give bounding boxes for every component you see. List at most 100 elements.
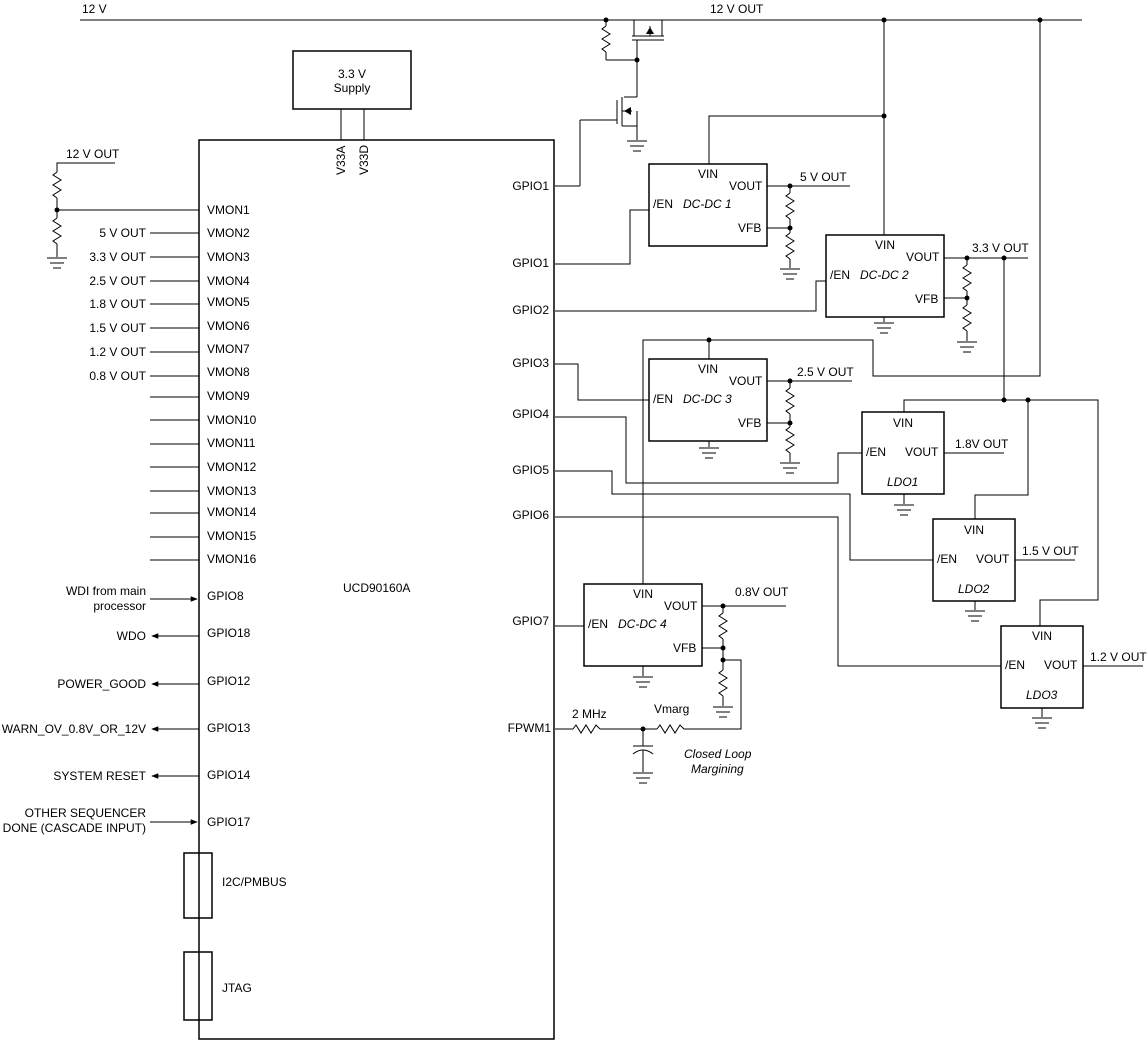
vmon-pin: VMON14	[207, 505, 257, 519]
en-pin: /EN	[937, 552, 957, 566]
vmon-input-labels: 5 V OUT 3.3 V OUT 2.5 V OUT 1.8 V OUT 1.…	[89, 226, 146, 383]
vmon-input-label: 5 V OUT	[99, 226, 146, 240]
vmarg-label: Vmarg	[654, 702, 689, 716]
gpio17-signal-line2: DONE (CASCADE INPUT)	[3, 821, 146, 835]
right-pin-labels: GPIO1 GPIO1 GPIO2 GPIO3 GPIO4 GPIO5 GPIO…	[508, 179, 552, 735]
vmon-pin: VMON13	[207, 484, 257, 498]
dcdc-1-name: DC-DC 1	[683, 197, 732, 211]
en-pin: /EN	[830, 268, 850, 282]
vmon-pin: VMON7	[207, 342, 250, 356]
left-gpio-pin: GPIO14	[207, 768, 251, 782]
right-pin: GPIO5	[512, 463, 549, 477]
vmon-pin: VMON16	[207, 552, 257, 566]
right-pin: GPIO1	[512, 179, 549, 193]
ldo-2: VIN VOUT /EN LDO2 1.5 V OUT	[555, 400, 1079, 622]
left-gpio-pin: GPIO17	[207, 815, 251, 829]
gpio8-signal-line2: processor	[93, 599, 146, 613]
vmon-input-label: 0.8 V OUT	[89, 369, 146, 383]
rail-label-12v: 12 V	[82, 2, 107, 16]
en-pin: /EN	[866, 445, 886, 459]
en-pin: /EN	[653, 197, 673, 211]
controller-name: UCD90160A	[343, 581, 410, 595]
vout-pin: VOUT	[729, 374, 763, 388]
vmon-pin: VMON11	[207, 436, 256, 450]
en-pin: /EN	[1005, 658, 1025, 672]
vin-pin: VIN	[1032, 629, 1052, 643]
ldo-2-name: LDO2	[958, 582, 990, 596]
gpio14-signal: SYSTEM RESET	[53, 769, 146, 783]
vmon1-divider: 12 V OUT	[47, 147, 199, 269]
right-pin: GPIO7	[512, 614, 549, 628]
supply-label-line2: Supply	[334, 81, 371, 95]
ldo-3-output: 1.2 V OUT	[1090, 650, 1147, 664]
gpio18-signal: WDO	[117, 629, 146, 643]
pin-v33d: V33D	[357, 145, 371, 175]
vmon-pin: VMON2	[207, 226, 250, 240]
ldo-3-name: LDO3	[1026, 688, 1058, 702]
right-pin: GPIO6	[512, 508, 549, 522]
vin-pin: VIN	[633, 587, 653, 601]
margining-note-line2: Margining	[691, 762, 744, 776]
right-pin: GPIO4	[512, 407, 549, 421]
vmon1-divider-label: 12 V OUT	[66, 147, 120, 161]
dcdc-2-output: 3.3 V OUT	[972, 241, 1029, 255]
en-pin: /EN	[653, 392, 673, 406]
left-gpio-pin: GPIO12	[207, 674, 251, 688]
vmon-pin: VMON1	[207, 203, 250, 217]
vmon-pin: VMON10	[207, 413, 257, 427]
dcdc-2-name: DC-DC 2	[860, 268, 909, 282]
gpio8-signal-line1: WDI from main	[66, 584, 146, 598]
gpio17-signal-line1: OTHER SEQUENCER	[25, 806, 147, 820]
vmon-pin: VMON5	[207, 295, 250, 309]
vout-pin: VOUT	[1044, 658, 1078, 672]
vmon-input-label: 2.5 V OUT	[89, 274, 146, 288]
vout-pin: VOUT	[906, 250, 940, 264]
dcdc-1-output: 5 V OUT	[800, 170, 847, 184]
controller-ucd90160a: UCD90160A	[198, 139, 555, 1040]
interface-blocks: I2C/PMBUS JTAG	[183, 840, 287, 1039]
vfb-pin: VFB	[738, 416, 761, 430]
vfb-pin: VFB	[915, 292, 938, 306]
gpio13-signal: WARN_OV_0.8V_OR_12V	[2, 722, 146, 736]
left-gpio-pin: GPIO13	[207, 721, 251, 735]
supply-label-line1: 3.3 V	[338, 67, 366, 81]
vin-pin: VIN	[698, 362, 718, 376]
vin-pin: VIN	[698, 167, 718, 181]
dcdc-2: VIN VOUT /EN DC-DC 2 VFB 3.3 V OUT	[555, 20, 1029, 353]
vmon-input-lines	[150, 232, 199, 561]
dcdc-1: VIN VOUT /EN DC-DC 1 VFB 5 V OUT	[555, 115, 884, 280]
vmon-pin: VMON12	[207, 460, 257, 474]
supply-3v3: 3.3 V Supply V33A V33D	[292, 50, 412, 175]
power-rail-12v: 12 V 12 V OUT	[80, 2, 1082, 23]
left-gpio-signals: WDI from main processor WDO POWER_GOOD W…	[2, 584, 251, 835]
right-pin: GPIO3	[512, 356, 549, 370]
dcdc-4-output: 0.8V OUT	[735, 585, 789, 599]
dcdc-3: VIN VOUT /EN DC-DC 3 VFB 2.5 V OUT	[555, 20, 1041, 474]
vout-pin: VOUT	[729, 179, 763, 193]
vfb-pin: VFB	[738, 221, 761, 235]
vout-pin: VOUT	[905, 445, 939, 459]
vmon-pin: VMON9	[207, 389, 250, 403]
dcdc-4: VIN VOUT /EN DC-DC 4 VFB 0.8V OUT	[555, 339, 789, 718]
pwm-frequency-label: 2 MHz	[572, 707, 607, 721]
i2c-label: I2C/PMBUS	[222, 875, 287, 889]
right-pin: FPWM1	[508, 721, 552, 735]
jtag-label: JTAG	[222, 981, 252, 995]
gpio12-signal: POWER_GOOD	[57, 677, 146, 691]
vfb-pin: VFB	[673, 641, 696, 655]
right-pin: GPIO2	[512, 303, 549, 317]
dcdc-3-output: 2.5 V OUT	[797, 365, 854, 379]
left-gpio-pin: GPIO18	[207, 626, 251, 640]
vmon-input-label: 3.3 V OUT	[89, 250, 146, 264]
left-gpio-pin: GPIO8	[207, 589, 244, 603]
dcdc-3-name: DC-DC 3	[683, 392, 732, 406]
vin-pin: VIN	[875, 238, 895, 252]
pin-v33a: V33A	[334, 146, 348, 175]
en-pin: /EN	[588, 617, 608, 631]
vmon-pin-labels: VMON1 VMON2 VMON3 VMON4 VMON5 VMON6 VMON…	[207, 203, 257, 566]
vmon-pin: VMON6	[207, 319, 250, 333]
vin-pin: VIN	[964, 523, 984, 537]
rail-label-12v-out: 12 V OUT	[710, 2, 764, 16]
ldo-1-name: LDO1	[887, 475, 918, 489]
